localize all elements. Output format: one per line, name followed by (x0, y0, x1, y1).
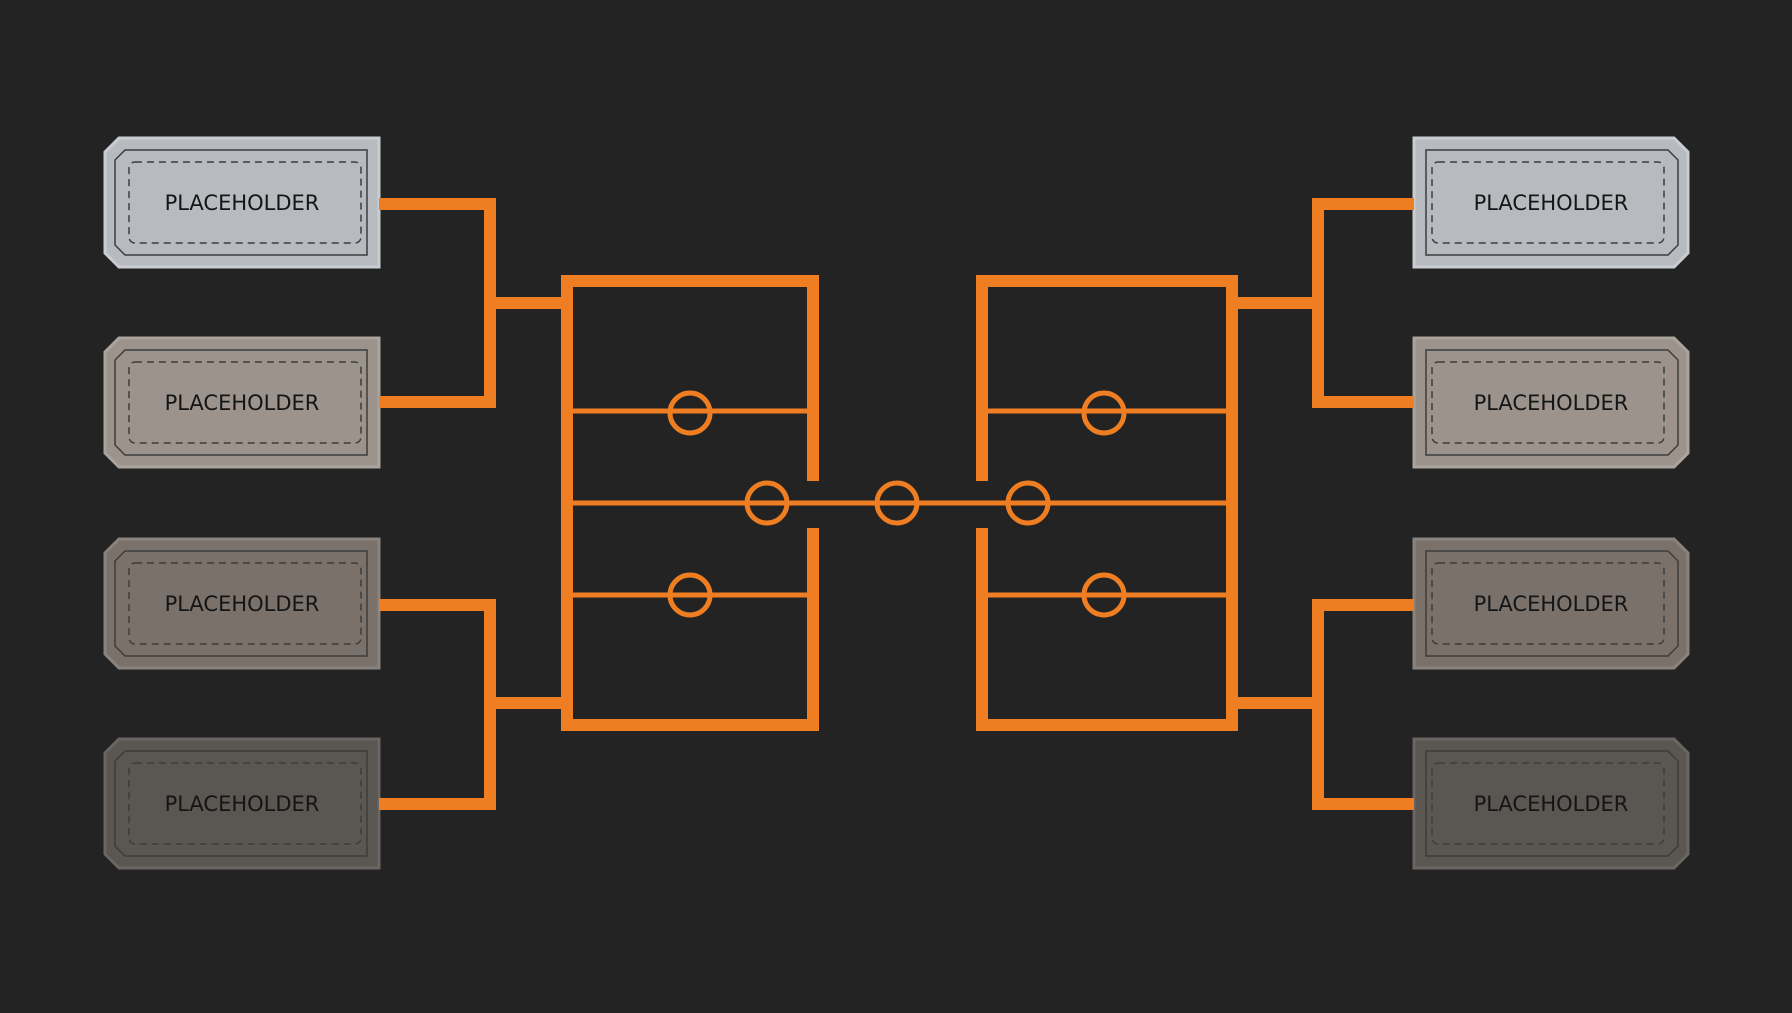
connector-right-bottom (1232, 599, 1414, 810)
slot-dashed-frame (128, 361, 362, 444)
slot-inner-frame (114, 349, 368, 456)
slot-label: PLACEHOLDER (165, 191, 320, 215)
slot-edge (103, 537, 381, 670)
slot-edge (1412, 537, 1690, 670)
slot-dashed-frame (1431, 562, 1665, 645)
slot-plate (105, 739, 379, 868)
slot-dashed-frame (1431, 762, 1665, 845)
slot-dashed-frame (1431, 161, 1665, 244)
slot-edge (103, 136, 381, 269)
slot-dashed-frame (128, 762, 362, 845)
connector-left-bottom (379, 599, 567, 810)
right-box (976, 275, 1238, 731)
slot-plate (105, 138, 379, 267)
slot-edge (103, 336, 381, 469)
slot-label: PLACEHOLDER (1474, 792, 1629, 816)
slot-edge (1412, 737, 1690, 870)
slot-plate (105, 338, 379, 467)
slot-label: PLACEHOLDER (1474, 391, 1629, 415)
slot-inner-frame (1425, 349, 1679, 456)
slot-dashed-frame (1431, 361, 1665, 444)
node-final (874, 480, 920, 526)
slot-plate (1414, 739, 1688, 868)
slot-left-1[interactable]: PLACEHOLDER (103, 136, 381, 269)
slot-plate (1414, 539, 1688, 668)
node-left-lower (667, 572, 713, 618)
slot-inner-frame (114, 550, 368, 657)
connector-left-top (379, 198, 567, 408)
slot-inner-frame (114, 750, 368, 857)
node-right-upper (1081, 390, 1127, 436)
slot-left-2[interactable]: PLACEHOLDER (103, 336, 381, 469)
slot-edge (1412, 136, 1690, 269)
slot-inner-frame (114, 149, 368, 256)
slot-label: PLACEHOLDER (165, 792, 320, 816)
slot-dashed-frame (128, 161, 362, 244)
slot-edge (1412, 336, 1690, 469)
node-left-semifinal (744, 480, 790, 526)
slot-inner-frame (1425, 149, 1679, 256)
slot-label: PLACEHOLDER (1474, 191, 1629, 215)
slot-label: PLACEHOLDER (165, 391, 320, 415)
node-right-semifinal (1005, 480, 1051, 526)
slot-inner-frame (1425, 750, 1679, 857)
slot-right-4[interactable]: PLACEHOLDER (1412, 737, 1690, 870)
slot-left-3[interactable]: PLACEHOLDER (103, 537, 381, 670)
slot-plate (105, 539, 379, 668)
slot-inner-frame (1425, 550, 1679, 657)
slot-right-1[interactable]: PLACEHOLDER (1412, 136, 1690, 269)
slot-dashed-frame (128, 562, 362, 645)
node-right-lower (1081, 572, 1127, 618)
slot-label: PLACEHOLDER (165, 592, 320, 616)
slot-plate (1414, 338, 1688, 467)
slot-label: PLACEHOLDER (1474, 592, 1629, 616)
slot-left-4[interactable]: PLACEHOLDER (103, 737, 381, 870)
node-left-upper (667, 390, 713, 436)
left-box (561, 275, 819, 731)
slot-edge (103, 737, 381, 870)
slot-right-3[interactable]: PLACEHOLDER (1412, 537, 1690, 670)
slot-plate (1414, 138, 1688, 267)
slot-right-2[interactable]: PLACEHOLDER (1412, 336, 1690, 469)
connector-right-top (1232, 198, 1414, 408)
